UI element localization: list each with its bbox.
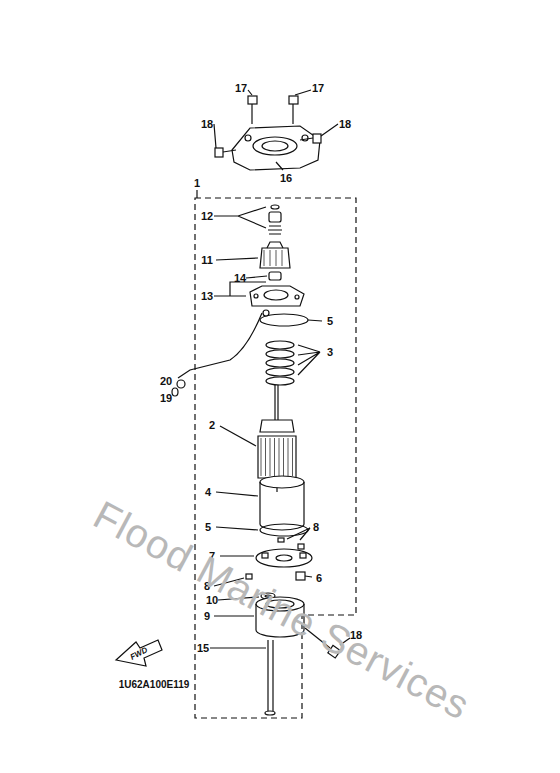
- armature-winding: [283, 438, 284, 476]
- callout-number: 19: [160, 393, 172, 404]
- drawing-code: 1U62A100E119: [119, 680, 190, 690]
- callout-number: 14: [234, 273, 246, 284]
- callout-number: 8: [313, 522, 319, 533]
- callout-number: 11: [201, 255, 213, 266]
- callout-number: 17: [235, 83, 247, 94]
- callout-number: 15: [197, 643, 209, 654]
- brush-spring: [266, 377, 294, 385]
- armature-winding: [261, 438, 262, 476]
- armature-winding: [265, 438, 266, 476]
- watermark: Flood Marine Services: [88, 494, 477, 726]
- callout-number: 9: [204, 611, 210, 622]
- brush-spring: [266, 359, 294, 367]
- brush-spring: [266, 341, 294, 349]
- armature-winding: [270, 438, 271, 476]
- callout-number: 18: [201, 119, 213, 130]
- brush-spring: [266, 350, 294, 358]
- callout-number: 17: [312, 83, 324, 94]
- armature-winding: [288, 438, 289, 476]
- callout-number: 18: [339, 119, 351, 130]
- callout-number: 4: [205, 487, 211, 498]
- callout-number: 5: [327, 316, 333, 327]
- callout-number: 2: [209, 420, 215, 431]
- callout-number: 1: [194, 178, 200, 189]
- callout-number: 6: [316, 573, 322, 584]
- callout-number: 12: [201, 211, 213, 222]
- armature-winding: [292, 438, 293, 476]
- callout-number: 5: [205, 522, 211, 533]
- callout-number: 13: [201, 291, 213, 302]
- callout-number: 20: [160, 376, 172, 387]
- armature-winding: [279, 438, 280, 476]
- brush-spring: [266, 368, 294, 376]
- callout-number: 16: [280, 173, 292, 184]
- armature-winding: [274, 438, 275, 476]
- callout-number: 3: [327, 347, 333, 358]
